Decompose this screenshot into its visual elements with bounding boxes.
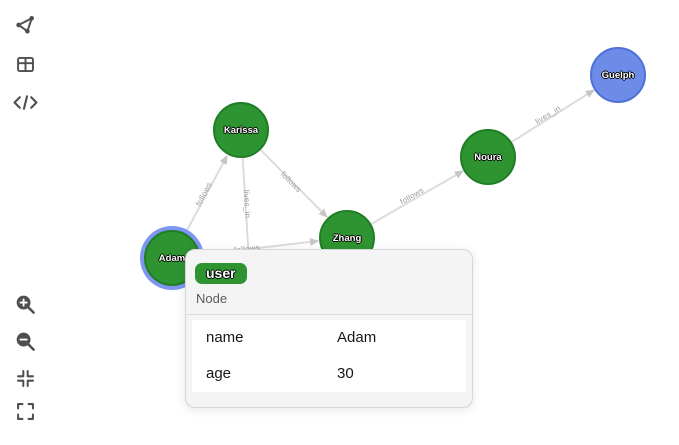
compress-icon xyxy=(16,369,34,387)
zoom-in-icon xyxy=(16,295,35,314)
table-view-button[interactable] xyxy=(10,49,40,79)
zoom-fit-button[interactable] xyxy=(10,363,40,393)
code-icon xyxy=(12,94,38,110)
expand-icon xyxy=(16,402,34,420)
zoom-out-button[interactable] xyxy=(10,326,40,356)
fullscreen-button[interactable] xyxy=(10,396,40,426)
graph-node-noura[interactable]: Noura xyxy=(460,129,516,185)
zoom-out-icon xyxy=(16,332,35,351)
properties-table: name Adam age 30 xyxy=(192,320,466,392)
property-row: age 30 xyxy=(192,356,466,392)
property-row: name Adam xyxy=(192,320,466,356)
node-properties-panel: user Node name Adam age 30 xyxy=(185,249,473,408)
node-label: Adam xyxy=(158,252,186,264)
property-value: Adam xyxy=(337,329,377,346)
zoom-in-button[interactable] xyxy=(10,289,40,319)
graph-icon xyxy=(15,15,34,34)
property-key: age xyxy=(206,365,232,382)
code-view-button[interactable] xyxy=(10,87,40,117)
panel-divider xyxy=(186,314,472,315)
node-label: Noura xyxy=(474,151,502,163)
graph-node-guelph[interactable]: Guelph xyxy=(590,47,646,103)
node-label: Zhang xyxy=(332,232,362,244)
entity-type-label: Node xyxy=(196,291,228,306)
node-label-badge: user xyxy=(195,263,247,284)
property-value: 30 xyxy=(337,365,354,382)
table-icon xyxy=(16,56,34,72)
graph-node-karissa[interactable]: Karissa xyxy=(213,102,269,158)
node-label: Karissa xyxy=(223,124,259,136)
property-key: name xyxy=(206,329,244,346)
graph-view-button[interactable] xyxy=(10,9,40,39)
node-label: Guelph xyxy=(601,69,635,81)
